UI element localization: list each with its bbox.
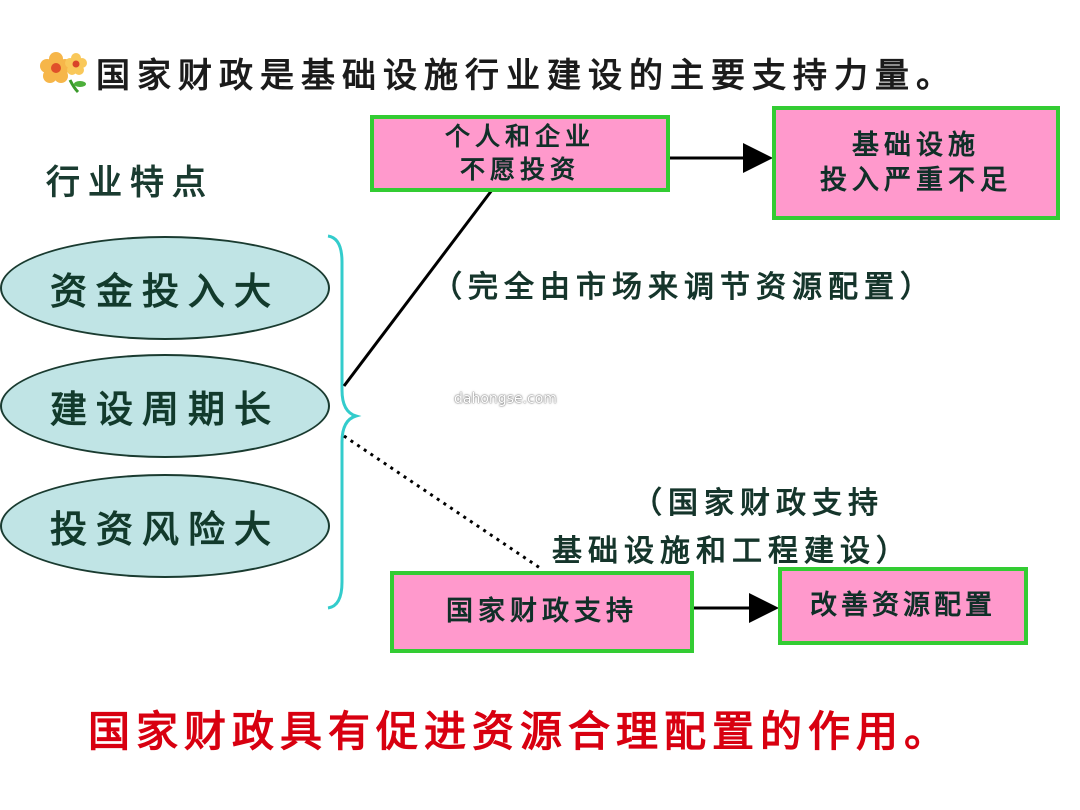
box-infrastructure-line2: 投入严重不足 xyxy=(820,165,1012,196)
feature-ellipse-capital: 资金投入大 xyxy=(0,236,330,340)
feature-ellipse-period: 建设周期长 xyxy=(0,354,330,458)
box-infrastructure-line1: 基础设施 xyxy=(852,129,980,161)
watermark: dahongse.com xyxy=(454,391,557,407)
finance-note-line2: 基础设施和工程建设） xyxy=(552,534,912,569)
box-state-finance-support: 国家财政支持 xyxy=(390,571,694,653)
feature-brace xyxy=(327,234,362,610)
box-infrastructure-insufficient: 基础设施 投入严重不足 xyxy=(772,106,1060,220)
finance-note-line1: （国家财政支持 xyxy=(632,486,884,521)
box-private-unwilling: 个人和企业 不愿投资 xyxy=(370,115,670,192)
market-note: （完全由市场来调节资源配置） xyxy=(432,270,936,305)
box-improve-allocation: 改善资源配置 xyxy=(778,567,1028,645)
lower-connector-line xyxy=(343,434,541,570)
flower-icon xyxy=(40,52,87,94)
upper-connector-line xyxy=(342,189,494,387)
box-private-unwilling-line2: 不愿投资 xyxy=(459,154,580,184)
slide-title: 国家财政是基础设施行业建设的主要支持力量。 xyxy=(96,56,957,96)
feature-ellipse-risk: 投资风险大 xyxy=(0,474,330,578)
features-heading: 行业特点 xyxy=(46,163,214,203)
box-private-unwilling-line1: 个人和企业 xyxy=(444,122,595,151)
conclusion-text: 国家财政具有促进资源合理配置的作用。 xyxy=(88,707,953,756)
